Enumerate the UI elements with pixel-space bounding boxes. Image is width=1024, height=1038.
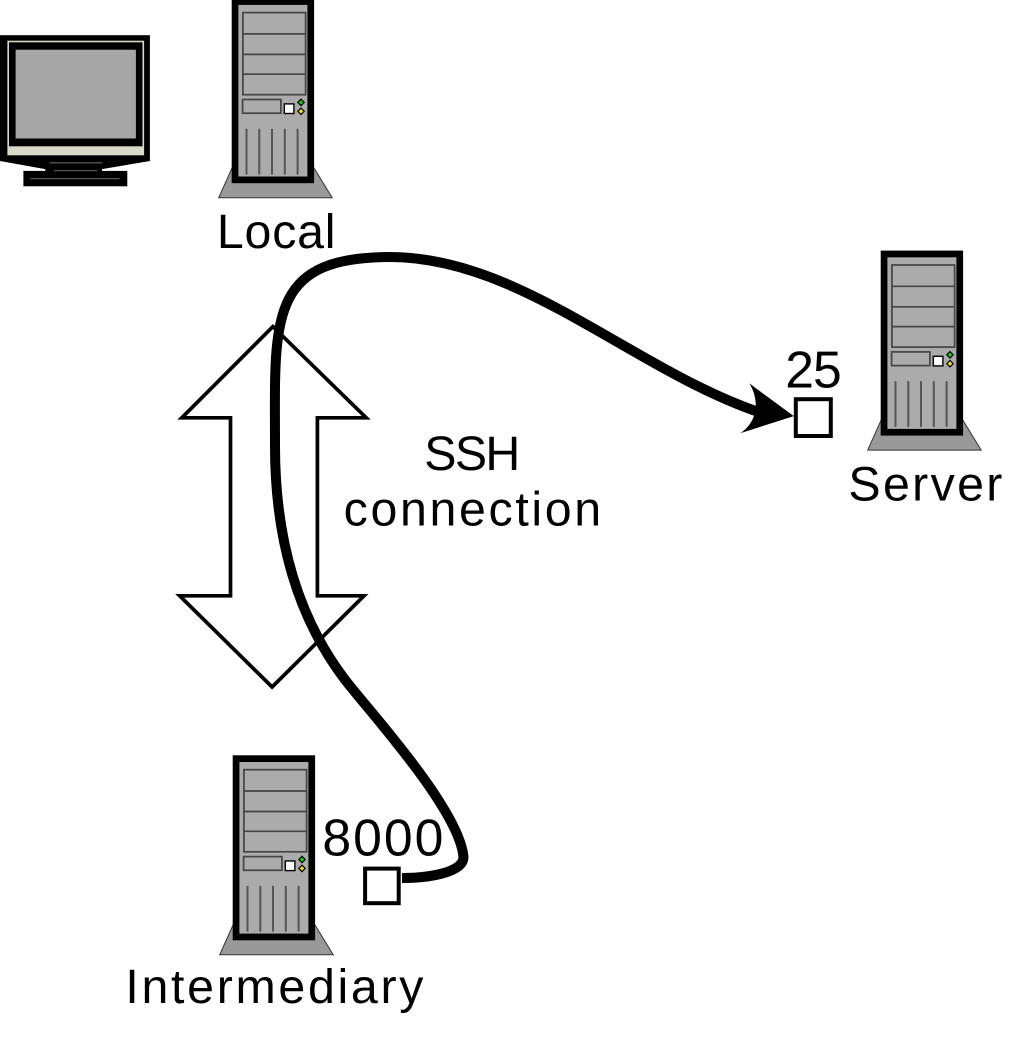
svg-text:Intermediary: Intermediary bbox=[125, 960, 424, 1014]
svg-text:SSH: SSH bbox=[424, 427, 520, 481]
svg-text:connection: connection bbox=[344, 483, 602, 537]
svg-text:Server: Server bbox=[848, 458, 1002, 512]
svg-text:25: 25 bbox=[785, 341, 842, 399]
svg-text:Local: Local bbox=[217, 205, 336, 259]
svg-text:8000: 8000 bbox=[322, 808, 443, 866]
